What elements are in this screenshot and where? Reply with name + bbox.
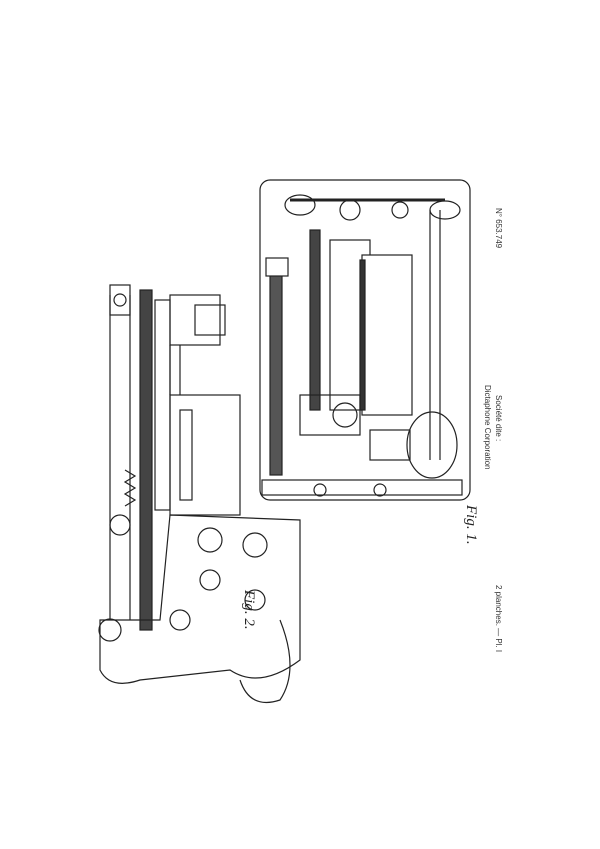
sheet-info: 2 planches. — Pl. I [494, 585, 503, 653]
patent-number: N° 653.749 [494, 208, 503, 249]
figure-1-drawing [259, 179, 471, 501]
figure-2-drawing [98, 284, 301, 704]
company-name: Dictaphone Corporation [483, 385, 492, 470]
fig1-label: Fig. 1. [463, 505, 479, 545]
company-prefix: Société dite : [494, 395, 503, 442]
